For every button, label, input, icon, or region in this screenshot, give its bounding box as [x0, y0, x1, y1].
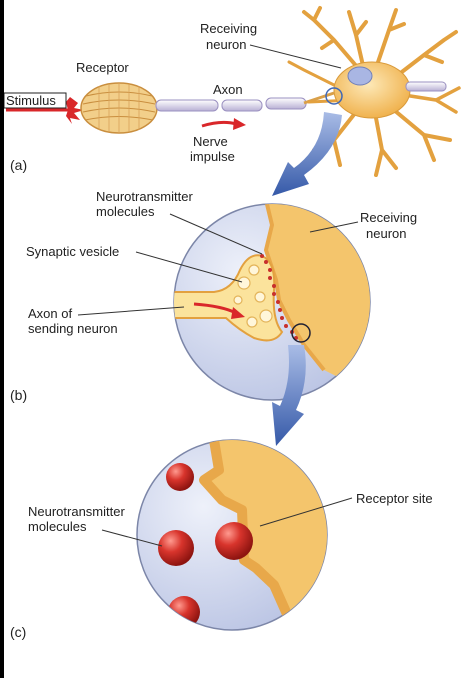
receptor: [80, 82, 158, 134]
zoom-marker-b: [291, 323, 311, 343]
label-receiving-a1: Receiving: [200, 21, 257, 36]
receiving-neuron-a: [287, 6, 461, 177]
axon: [155, 91, 335, 112]
neurotransmitter-dots: [260, 254, 298, 340]
zoom-marker-a: [325, 87, 343, 105]
nucleus: [347, 66, 373, 86]
label-nt-b1: Neurotransmitter: [96, 189, 193, 204]
label-impulse: impulse: [190, 149, 235, 164]
part-label-c: (c): [10, 624, 26, 640]
zoom-arrow-b-c: [272, 345, 306, 446]
nerve-impulse-arrow: [201, 120, 237, 128]
label-nt-c2: molecules: [28, 519, 87, 534]
label-receptor-site: Receptor site: [356, 491, 433, 506]
label-nt-b2: molecules: [96, 204, 155, 219]
part-label-a: (a): [10, 157, 27, 173]
label-receiving-b1: Receiving: [360, 210, 417, 225]
label-axon: Axon: [213, 82, 243, 97]
label-receptor: Receptor: [76, 60, 129, 75]
receiving-neuron-c: [204, 440, 327, 630]
synaptic-vesicles: [233, 264, 273, 328]
label-nerve: Nerve: [193, 134, 228, 149]
label-axon-sending-2: sending neuron: [28, 321, 118, 336]
label-stimulus: Stimulus: [6, 93, 56, 108]
label-receiving-a2: neuron: [206, 37, 246, 52]
diagram-canvas: (a) Stimulus Receptor Axon Nerve impulse…: [4, 6, 461, 640]
label-receiving-b2: neuron: [366, 226, 406, 241]
label-axon-sending-1: Axon of: [28, 306, 72, 321]
molecule-3: [215, 522, 253, 560]
molecule-1: [166, 463, 194, 491]
cell-body: [333, 61, 411, 119]
label-synaptic-vesicle: Synaptic vesicle: [26, 244, 119, 259]
stimulus-burst: [66, 97, 84, 124]
panel-c: (c) Neurotransmitter molecules Receptor …: [10, 439, 433, 640]
zoom-arrow-a-b: [272, 112, 342, 196]
panel-a: (a) Stimulus Receptor Axon Nerve impulse…: [4, 6, 461, 177]
part-label-b: (b): [10, 387, 27, 403]
panel-b: (b) Neurotransmitter molecules Receiving…: [10, 189, 417, 403]
molecule-2: [158, 530, 194, 566]
label-nt-c1: Neurotransmitter: [28, 504, 125, 519]
